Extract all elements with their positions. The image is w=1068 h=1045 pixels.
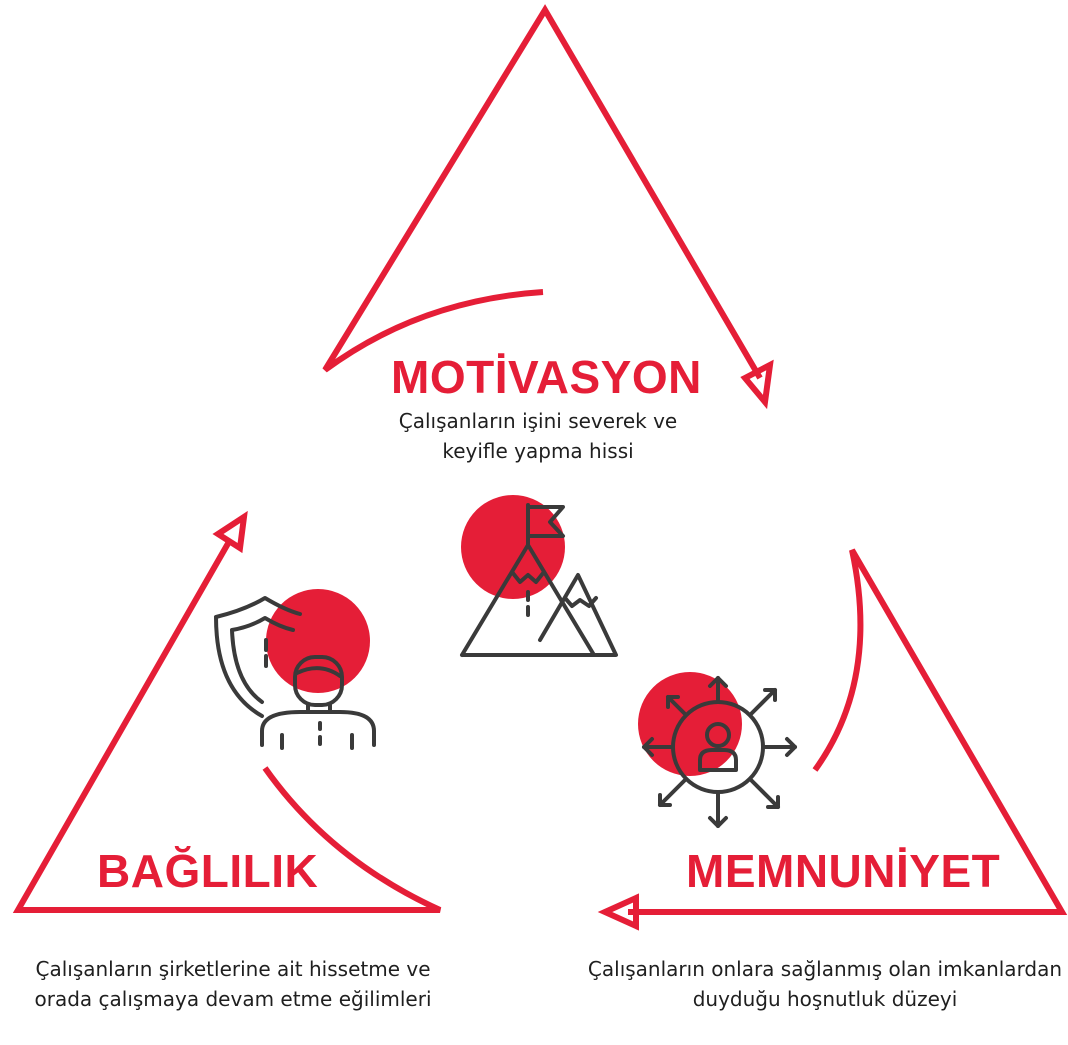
motivation-arrowhead [740, 359, 774, 410]
shield-person-icon [214, 589, 376, 750]
mountain-flag-icon [460, 495, 618, 657]
commitment-arrow-line [12, 538, 442, 913]
commitment-title: BAĞLILIK [97, 845, 319, 897]
motivation-description: Çalışanların işini severek ve keyifle ya… [398, 409, 678, 463]
commitment-description: Çalışanların şirketlerine ait hissetme v… [34, 957, 432, 1011]
satisfaction-arrow-line [628, 548, 1068, 915]
motivation-title: MOTİVASYON [391, 351, 702, 403]
satisfaction-arrowhead [597, 893, 639, 931]
satisfaction-description: Çalışanların onlara sağlanmış olan imkan… [587, 957, 1063, 1011]
person-arrows-icon [638, 672, 797, 828]
satisfaction-title: MEMNUNİYET [686, 845, 1001, 897]
motivation-arrow-line [322, 4, 763, 380]
commitment-arrowhead [212, 510, 248, 554]
